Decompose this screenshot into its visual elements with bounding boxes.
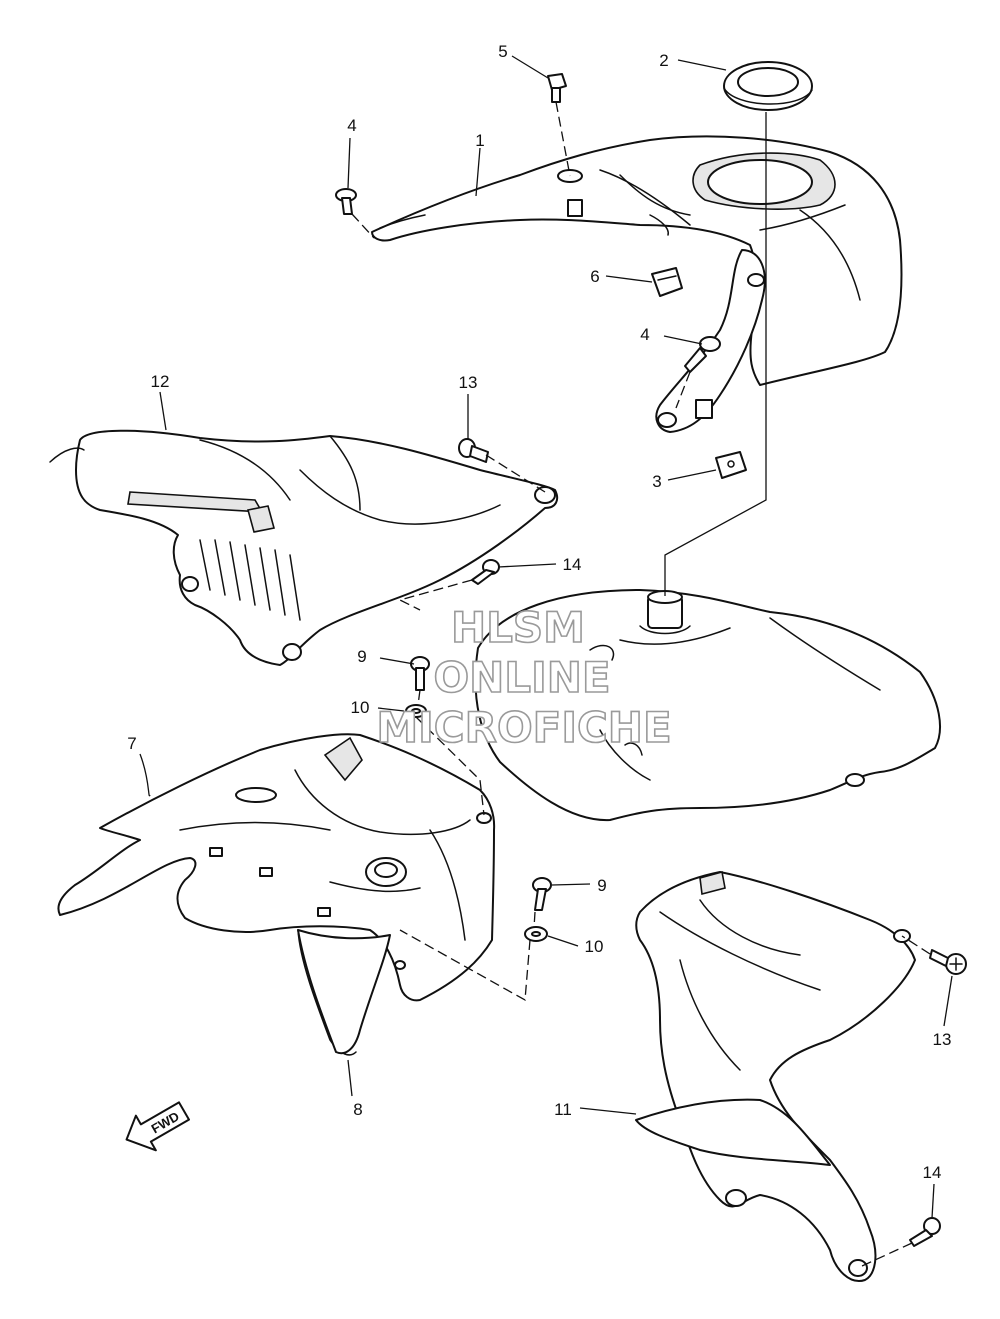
left-side-panel-upper <box>49 429 559 666</box>
watermark-line2: ONLINE <box>433 653 610 702</box>
right-side-panel-lower <box>635 870 916 1282</box>
callout-12: 12 <box>151 372 170 391</box>
callout-7: 7 <box>127 734 136 753</box>
bolt-14-upper <box>471 559 500 585</box>
clip <box>651 267 683 297</box>
bolt-9-upper <box>410 656 430 691</box>
fuel-tank <box>474 589 941 822</box>
clip-nut <box>715 451 747 479</box>
front-side-cover <box>57 733 496 1056</box>
bolt-13-lower <box>929 949 967 975</box>
callout-1: 1 <box>475 131 484 150</box>
callout-3: 3 <box>652 472 661 491</box>
filler-grommet <box>723 61 813 111</box>
callout-leaders <box>139 55 953 1219</box>
callout-14-upper: 14 <box>563 555 582 574</box>
callout-9-upper: 9 <box>357 647 366 666</box>
screw-left <box>335 188 357 215</box>
callout-9-lower: 9 <box>597 876 606 895</box>
watermark-line1: HLSM <box>451 603 585 652</box>
callout-2: 2 <box>659 51 668 70</box>
callout-4-left: 4 <box>347 116 356 135</box>
callout-8: 8 <box>353 1100 362 1119</box>
callout-4-right: 4 <box>640 325 649 344</box>
watermark: HLSM ONLINE MICROFICHE <box>376 602 673 753</box>
tank-top-cover <box>371 135 903 433</box>
bolt-14-lower <box>909 1217 941 1247</box>
washer-10-lower <box>524 926 548 942</box>
callout-5: 5 <box>498 42 507 61</box>
callout-14-lower: 14 <box>923 1163 942 1182</box>
callout-11: 11 <box>554 1100 572 1119</box>
callout-10-upper: 10 <box>351 698 370 717</box>
callout-13-upper: 13 <box>459 373 478 392</box>
callout-numbers: 1 2 3 4 4 5 6 7 8 9 9 10 10 11 12 13 13 … <box>127 42 951 1182</box>
callout-6: 6 <box>590 267 599 286</box>
callout-13-lower: 13 <box>933 1030 952 1049</box>
bolt-9-lower <box>532 877 552 911</box>
watermark-line3: MICROFICHE <box>376 703 671 752</box>
bolt-top <box>547 73 567 103</box>
bolt-13-upper <box>458 438 489 463</box>
forward-arrow: FWD <box>125 1101 190 1152</box>
alignment-lines <box>351 101 931 1267</box>
callout-10-lower: 10 <box>585 937 604 956</box>
